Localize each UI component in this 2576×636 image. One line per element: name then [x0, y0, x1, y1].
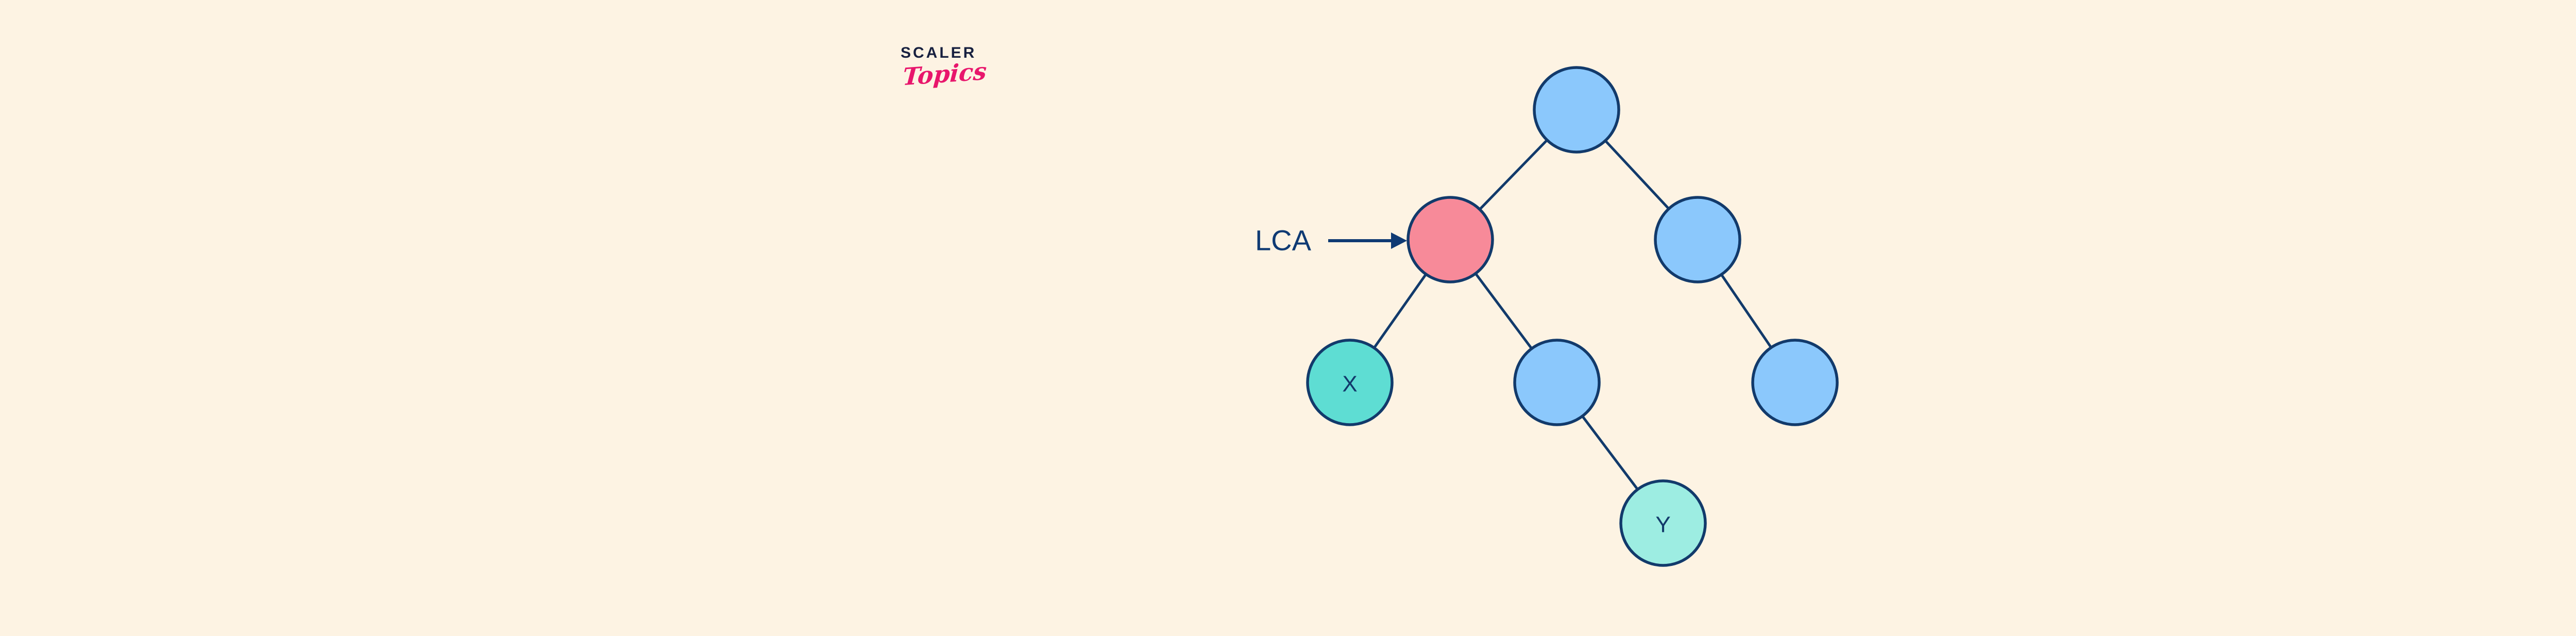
logo-wordmark-scaler: SCALER — [901, 44, 977, 61]
tree-node-group: X Y — [1306, 66, 1839, 567]
tree-node-far-right-circle[interactable] — [1751, 339, 1839, 426]
tree-edge-group — [1348, 108, 1797, 525]
tree-node-x-circle[interactable] — [1306, 339, 1394, 426]
tree-node-x[interactable]: X — [1306, 339, 1394, 426]
tree-node-lca[interactable] — [1406, 196, 1494, 283]
tree-node-root-right[interactable] — [1654, 196, 1741, 283]
tree-node-far-right[interactable] — [1751, 339, 1839, 426]
tree-node-root-circle[interactable] — [1533, 66, 1620, 154]
scaler-topics-logo: SCALER Topics — [899, 45, 1032, 102]
tree-node-root-right-circle[interactable] — [1654, 196, 1741, 283]
lca-annotation-label: LCA — [1255, 224, 1312, 257]
tree-node-y[interactable]: Y — [1619, 479, 1707, 567]
lca-annotation: LCA — [1255, 224, 1407, 257]
tree-node-root[interactable] — [1533, 66, 1620, 154]
tree-node-y-circle[interactable] — [1619, 479, 1707, 567]
tree-node-y-label: Y — [1655, 512, 1670, 538]
lca-annotation-arrow-head-icon — [1391, 232, 1407, 249]
tree-node-lca-circle[interactable] — [1406, 196, 1494, 283]
tree-node-x-label: X — [1342, 372, 1357, 397]
tree-node-mid[interactable] — [1513, 339, 1601, 426]
tree-node-mid-circle[interactable] — [1513, 339, 1601, 426]
